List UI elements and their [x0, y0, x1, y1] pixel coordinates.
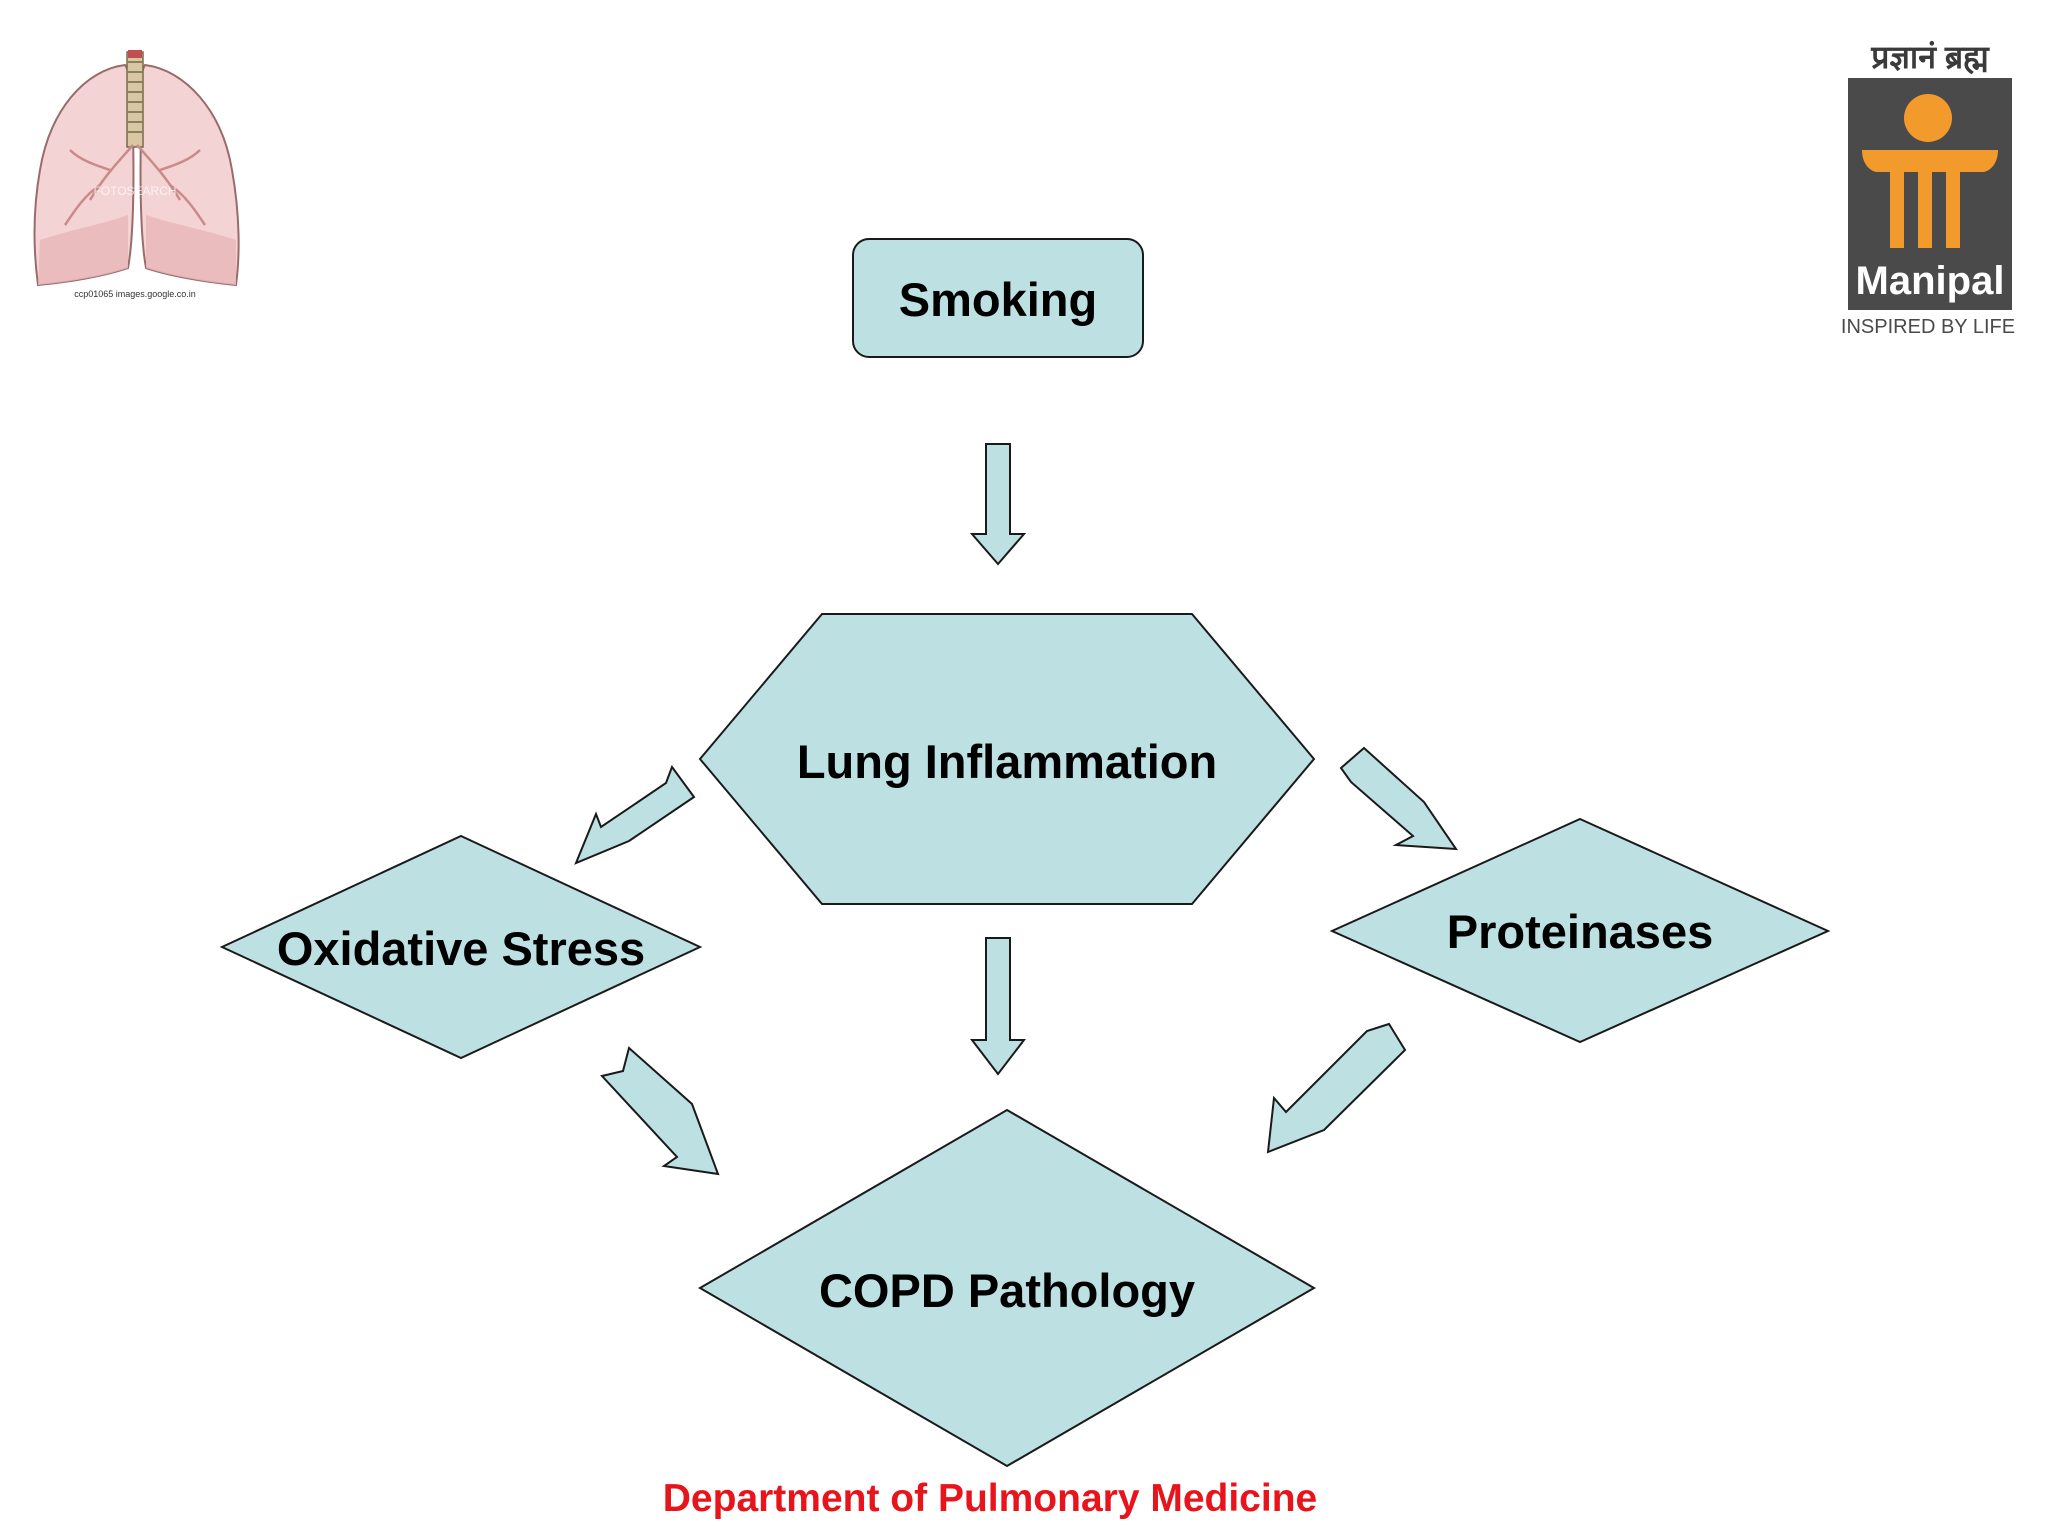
node-oxidative-stress-label: Oxidative Stress: [277, 922, 645, 975]
node-lung-inflammation-hexagon: [698, 613, 1316, 905]
arrow-down-icon: [969, 937, 1027, 1076]
node-smoking-label: Smoking: [899, 273, 1097, 326]
node-copd-pathology-diamond: [698, 1108, 1316, 1468]
logo-motto: प्रज्ञानं ब्रह्म: [1870, 39, 1990, 75]
arrow-down-right-icon: [1339, 746, 1458, 851]
node-proteinases-diamond: [1329, 817, 1831, 1044]
arrow-down-right-icon: [600, 1046, 720, 1176]
arrow-down-left-icon: [574, 764, 696, 865]
arrow-down-left-icon: [1266, 1022, 1407, 1154]
node-smoking-box: [852, 238, 1144, 358]
lungs-watermark: FOTOSEARCH: [93, 184, 176, 198]
arrow-down-icon: [969, 443, 1027, 566]
lungs-caption: ccp01065 images.google.co.in: [74, 289, 196, 299]
node-copd-pathology-label: COPD Pathology: [819, 1264, 1195, 1317]
node-oxidative-stress-diamond: [219, 834, 703, 1060]
logo-tagline: INSPIRED BY LIFE: [1841, 316, 2015, 338]
node-proteinases-label: Proteinases: [1447, 905, 1713, 958]
footer-department: Department of Pulmonary Medicine: [663, 1477, 1317, 1520]
manipal-logo: प्रज्ञानं ब्रह्म Manipal INSPIRED BY LIF…: [1841, 39, 2015, 338]
logo-brand: Manipal: [1856, 259, 2005, 303]
node-lung-inflammation-label: Lung Inflammation: [797, 735, 1217, 788]
lungs-icon: FOTOSEARCH ccp01065 images.google.co.in: [30, 48, 242, 299]
